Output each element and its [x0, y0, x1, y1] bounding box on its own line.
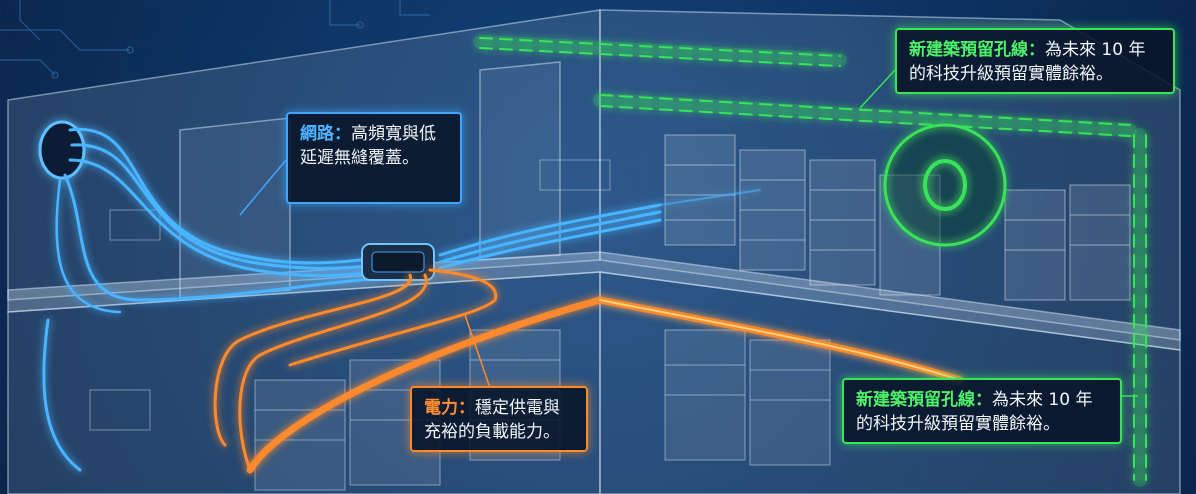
conduit-callout-top-body: 為未來 10 年的科技升級預留實體餘裕。 — [909, 40, 1146, 84]
conduit-callout-bottom-heading: 新建築預留孔線： — [856, 390, 992, 410]
conduit-callout-top: 新建築預留孔線：為未來 10 年的科技升級預留實體餘裕。 — [895, 28, 1175, 94]
conduit-callout-bottom-body: 為未來 10 年的科技升級預留實體餘裕。 — [856, 390, 1093, 434]
furniture — [89, 159, 611, 431]
network-cables — [38, 120, 761, 472]
power-callout: 電力：穩定供電與充裕的負載能力。 — [410, 386, 588, 452]
power-callout-heading: 電力： — [424, 398, 475, 418]
leader-lines — [239, 69, 1138, 397]
conduit-pipes — [473, 35, 1147, 487]
network-callout-body: 高頻寬與低延遲無縫覆蓋。 — [300, 124, 436, 168]
power-callout-body: 穩定供電與充裕的負載能力。 — [424, 398, 560, 442]
power-cables — [213, 268, 964, 474]
conduit-callout-bottom: 新建築預留孔線：為未來 10 年的科技升級預留實體餘裕。 — [842, 378, 1122, 444]
network-hub-icon — [361, 243, 435, 281]
network-callout-heading: 網路： — [300, 124, 351, 144]
network-callout: 網路：高頻寬與低延遲無縫覆蓋。 — [286, 112, 462, 204]
conduit-callout-top-heading: 新建築預留孔線： — [909, 40, 1045, 60]
bookshelves-upper — [664, 134, 1131, 301]
